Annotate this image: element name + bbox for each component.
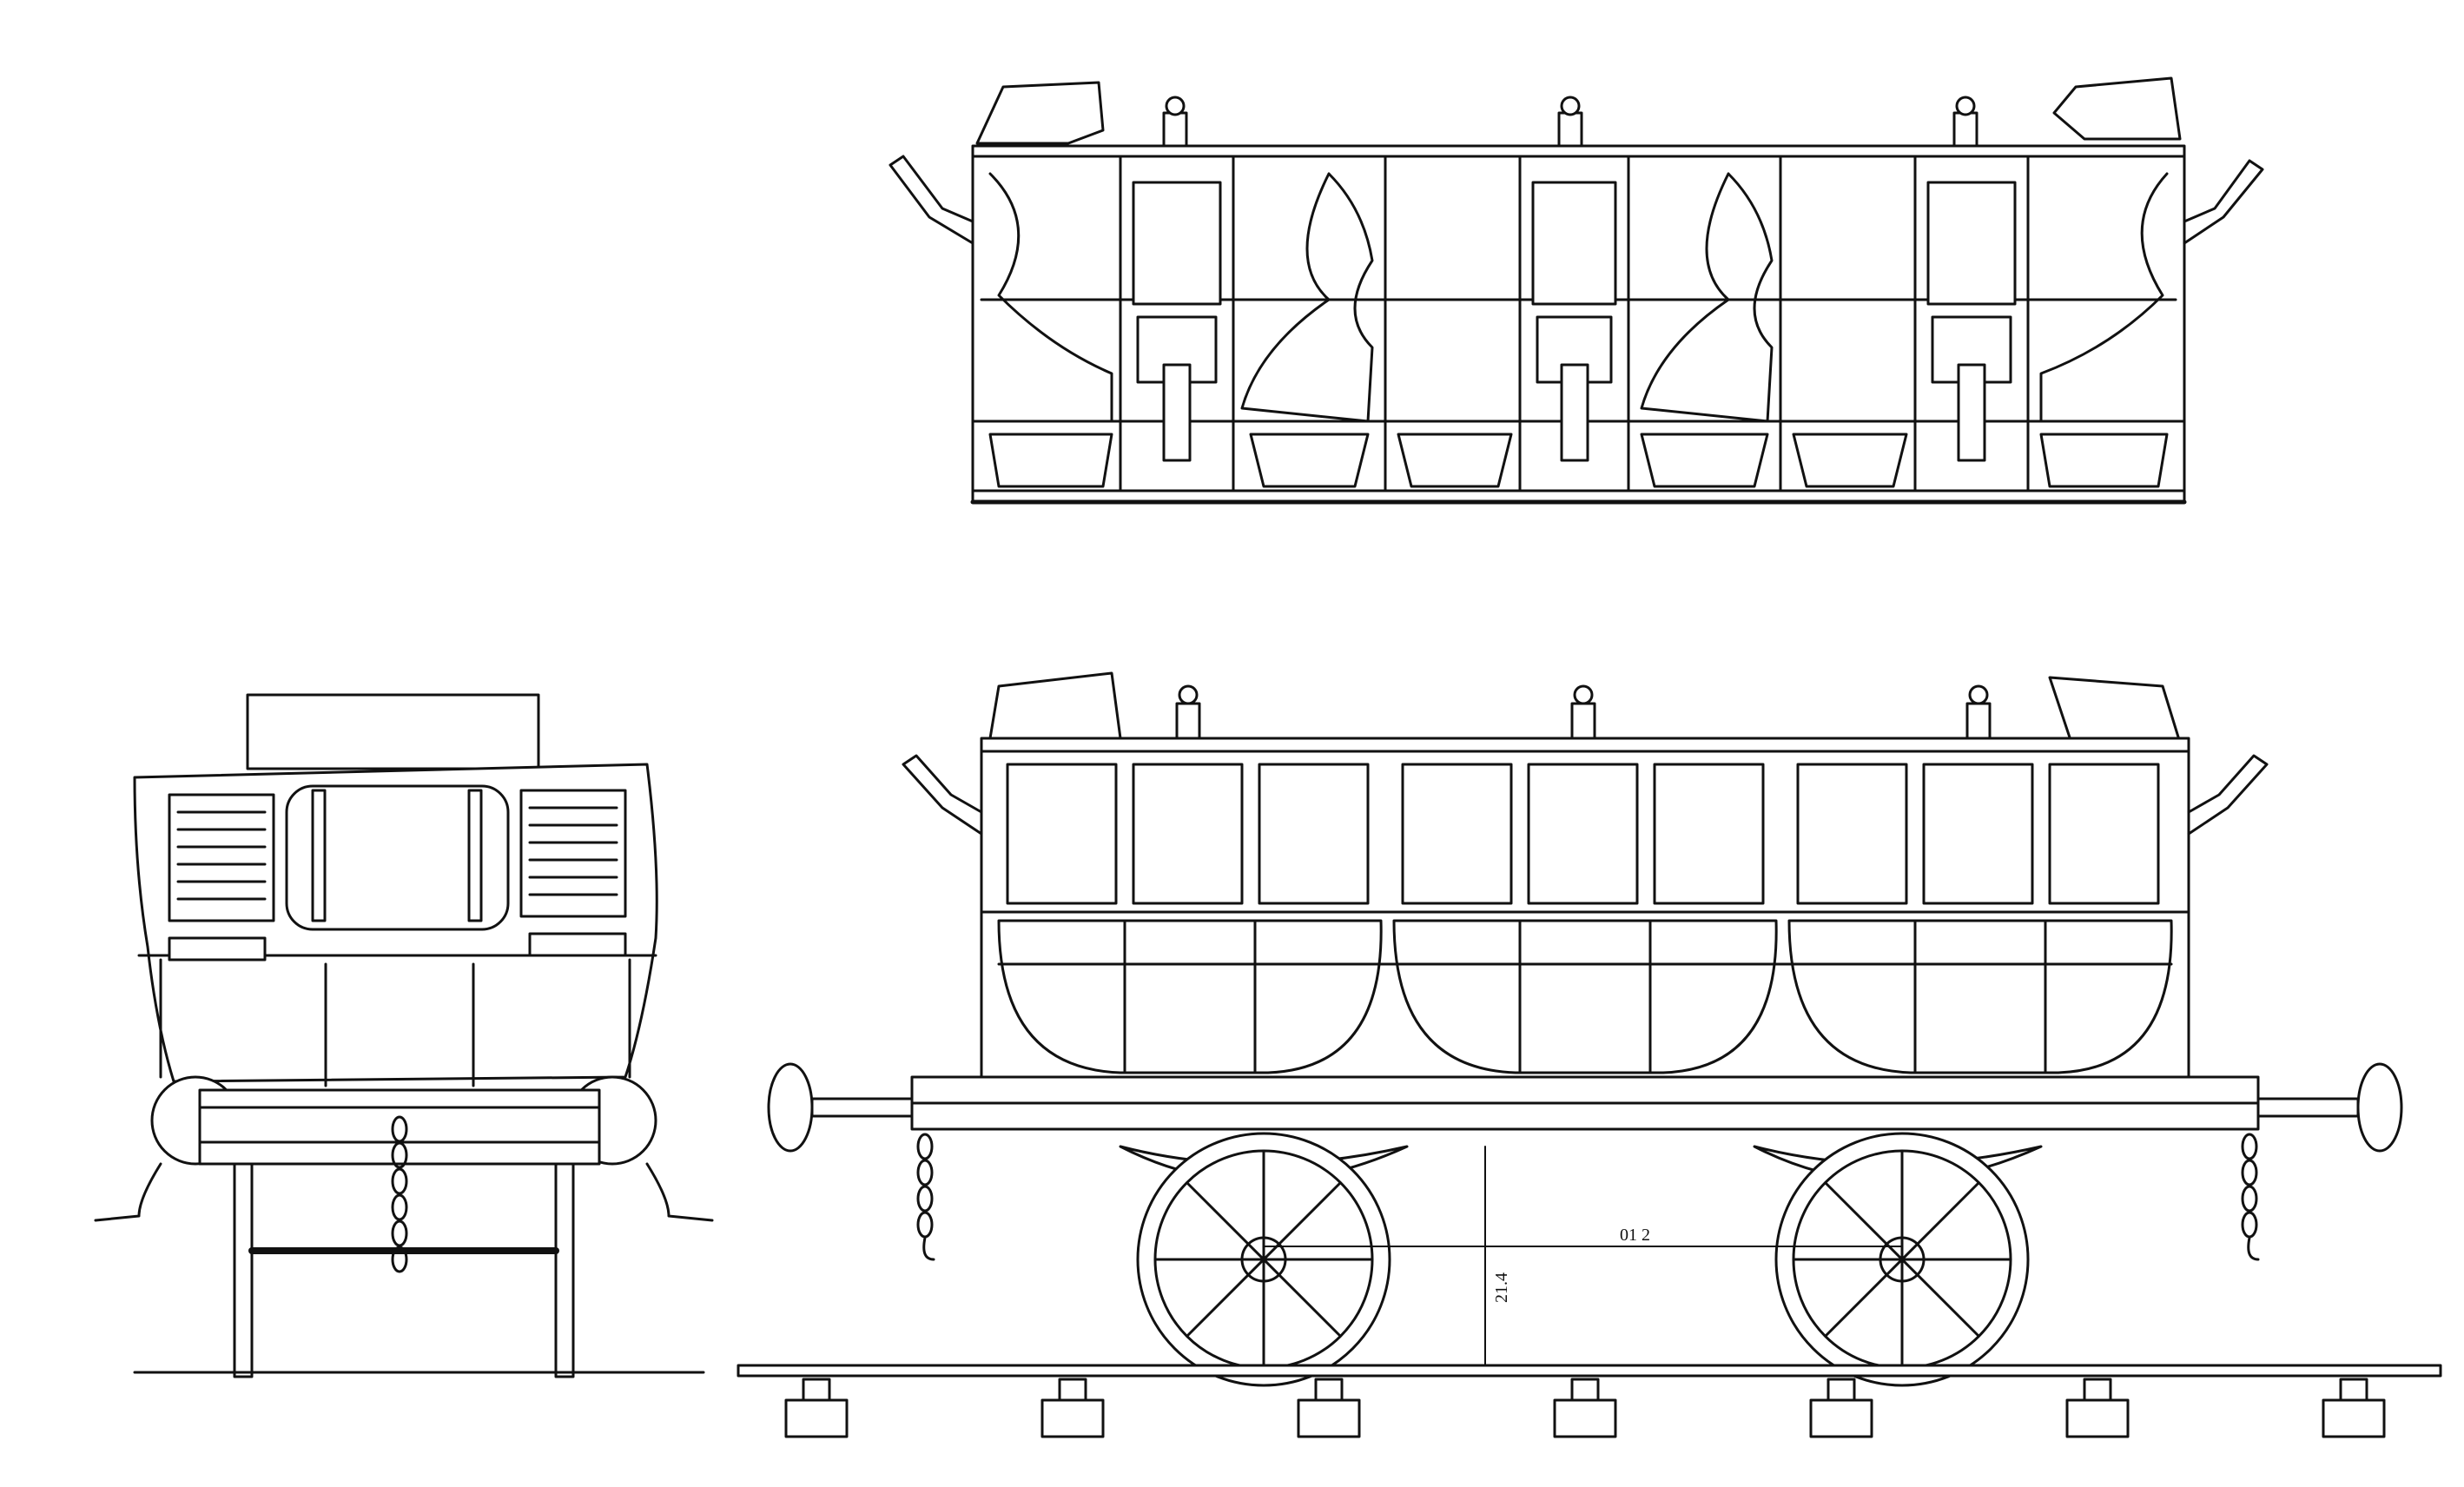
side-chain-right <box>2241 1133 2260 1261</box>
side-lamp-3 <box>1965 684 1992 740</box>
end-view <box>94 693 714 1378</box>
side-handrail-right <box>2187 754 2269 836</box>
dim-wheelbase-label: 01 2 <box>1620 1226 1650 1245</box>
end-roof-luggage <box>246 693 540 770</box>
end-louvre-right <box>519 789 627 918</box>
end-wheel-right <box>554 1162 575 1378</box>
side-buffer-right <box>2256 1062 2403 1153</box>
dim-height-label: 21.4 <box>1492 1272 1511 1303</box>
side-luggage-box-left <box>988 671 1122 740</box>
side-lamp-1 <box>1175 684 1201 740</box>
side-lamp-2 <box>1570 684 1596 740</box>
end-step-left <box>94 1162 162 1222</box>
plan-handrail-left <box>888 155 974 245</box>
plan-foot-boxes <box>988 433 2169 488</box>
side-wheel-left <box>1136 1132 1391 1387</box>
plan-luggage-box-right <box>2052 76 2182 141</box>
side-sleepers <box>784 1378 2386 1438</box>
end-coupling-chain <box>391 1115 408 1273</box>
plan-luggage-box-left <box>975 81 1105 145</box>
side-rail <box>737 1364 2442 1378</box>
plan-compartment-dividers <box>1119 155 2030 492</box>
plan-view <box>888 76 2264 505</box>
plan-handrail-right <box>2183 159 2264 245</box>
side-handrail-left <box>902 754 983 836</box>
side-luggage-box-right <box>2048 676 2182 744</box>
side-windows <box>1006 763 2160 905</box>
end-buffer-beam <box>198 1088 601 1166</box>
end-step-right <box>645 1162 714 1222</box>
side-chain-left <box>916 1133 935 1261</box>
side-elevation: 01 2 21.4 <box>737 671 2442 1438</box>
end-wheel-left <box>233 1162 254 1378</box>
plan-door-windows <box>1132 181 2017 462</box>
end-centre-panel <box>285 784 510 931</box>
side-buffer-left <box>767 1062 914 1153</box>
end-louvre-left <box>168 793 275 922</box>
side-compartment-panels <box>997 919 2173 1074</box>
side-wheel-right <box>1774 1132 2030 1387</box>
